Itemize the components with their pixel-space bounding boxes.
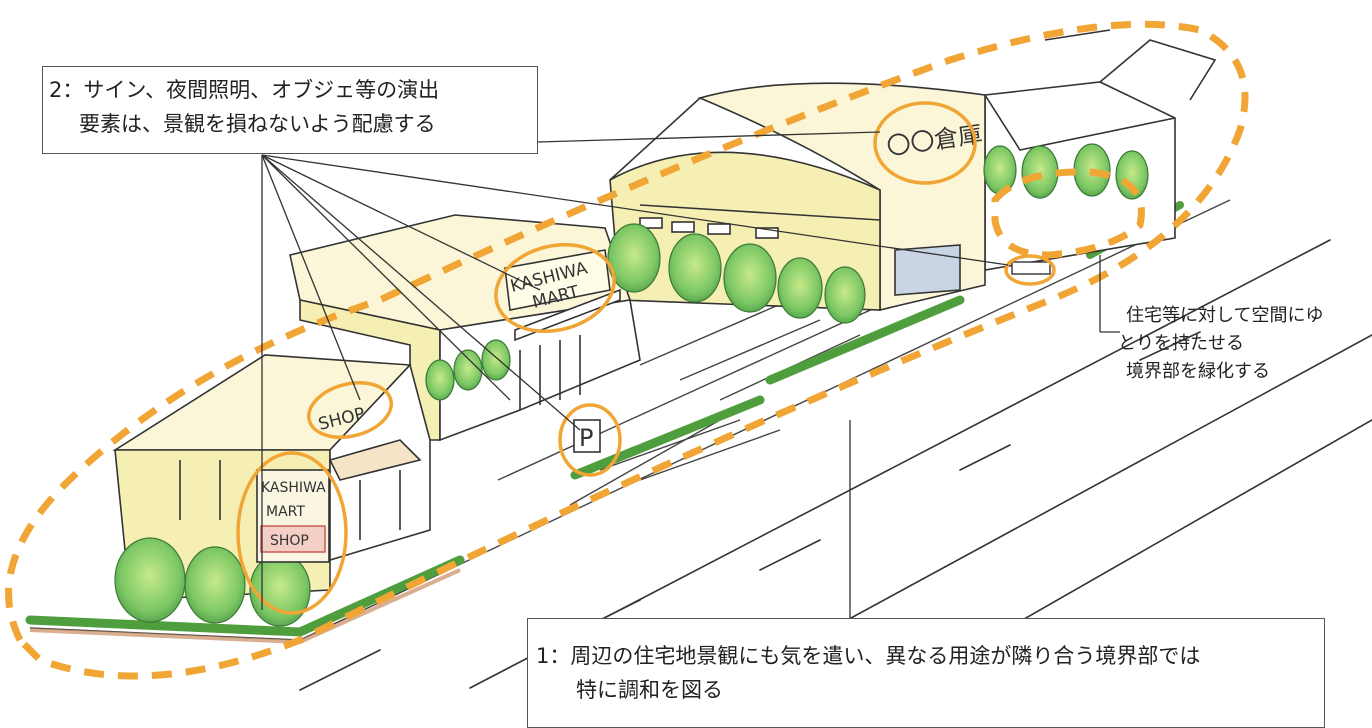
callout-buffer-note: 住宅等に対して空間にゆ とりを持たせる 境界部を緑化する: [1118, 302, 1324, 386]
callout-signage-line1: 2：サイン、夜間照明、オブジェ等の演出: [49, 78, 440, 102]
callout-buffer-line1: 住宅等に対して空間にゆ: [1126, 305, 1324, 326]
trees: [114, 143, 1149, 627]
callout-buffer-line2: とりを持たせる: [1118, 333, 1244, 354]
parking-sign: P: [573, 419, 601, 453]
warehouse-small-sign: [1011, 261, 1051, 275]
pole-sign-line2: MART: [266, 504, 305, 520]
callout-leader-lines: [261, 131, 1120, 618]
callout-signage-guideline: 2：サイン、夜間照明、オブジェ等の演出 要素は、景観を損ねないよう配慮する: [42, 66, 538, 154]
callout-harmony-line1: 1：周辺の住宅地景観にも気を遣い、異なる用途が隣り合う境界部では: [536, 644, 1201, 668]
highlight-circles: [236, 101, 1056, 615]
callout-buffer-line3: 境界部を緑化する: [1126, 361, 1270, 382]
callout-harmony-line2: 特に調和を図る: [576, 678, 723, 702]
pole-sign: KASHIWA MART SHOP: [256, 469, 330, 563]
pole-sign-line1: KASHIWA: [261, 480, 326, 496]
mart-building: [289, 214, 641, 442]
district-boundary-outline: [5, 20, 1249, 680]
callout-signage-line2: 要素は、景観を損ねないよう配慮する: [79, 112, 436, 136]
parking-sign-text: P: [579, 424, 593, 452]
callout-harmony-guideline: 1：周辺の住宅地景観にも気を遣い、異なる用途が隣り合う境界部では 特に調和を図る: [527, 618, 1325, 728]
pole-sign-line3: SHOP: [270, 533, 309, 549]
